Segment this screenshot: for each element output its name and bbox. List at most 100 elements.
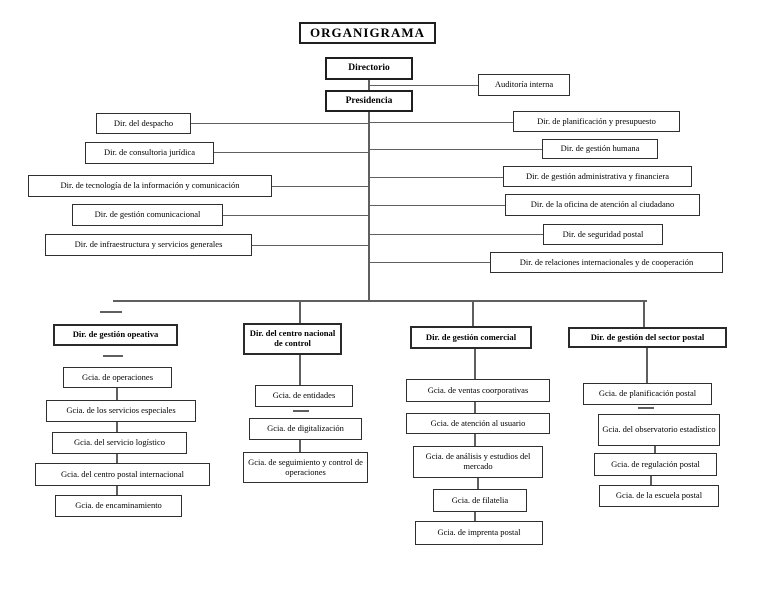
connector-line: [368, 112, 370, 302]
connector-line: [272, 186, 368, 187]
box-gcia-imprenta-postal-label: Gcia. de imprenta postal: [437, 527, 521, 538]
connector-line: [116, 422, 118, 432]
connector-line: [370, 85, 478, 86]
box-dir-despacho: Dir. del despacho: [96, 113, 191, 134]
box-dir-oficina-atencion-ciudadano: Dir. de la oficina de atención al ciudad…: [505, 194, 700, 216]
connector-line: [299, 302, 301, 323]
box-gcia-filatelia: Gcia. de filatelia: [433, 489, 527, 512]
box-gcia-encaminamiento: Gcia. de encaminamiento: [55, 495, 182, 517]
box-gcia-digitalizacion: Gcia. de digitalización: [249, 418, 362, 440]
box-dir-planificacion-presupuesto: Dir. de planificación y presupuesto: [513, 111, 680, 132]
box-auditoria-interna-label: Auditoría interna: [494, 79, 554, 90]
box-dir-gestion-comunicacional-label: Dir. de gestión comunicacional: [94, 209, 201, 220]
connector-line: [370, 234, 543, 235]
connector-line: [474, 349, 476, 379]
box-gcia-encaminamiento-label: Gcia. de encaminamiento: [75, 500, 162, 511]
box-gcia-imprenta-postal: Gcia. de imprenta postal: [415, 521, 543, 545]
box-presidencia: Presidencia: [325, 90, 413, 112]
box-dir-despacho-label: Dir. del despacho: [113, 117, 174, 128]
connector-line: [474, 434, 476, 446]
connector-line: [100, 311, 122, 313]
box-gcia-servicios-especiales-label: Gcia. de los servicios especiales: [66, 405, 176, 416]
box-dir-seguridad-postal-label: Dir. de seguridad postal: [562, 228, 644, 239]
box-dir-tecnologia-informacion-label: Dir. de tecnología de la información y c…: [60, 180, 240, 191]
connector-line: [103, 355, 123, 357]
connector-line: [474, 402, 476, 413]
box-dir-gestion-comercial: Dir. de gestión comercial: [410, 326, 532, 349]
box-gcia-observatorio-estadistico-label: Gcia. del observatorio estadístico: [602, 424, 716, 435]
connector-line: [299, 355, 301, 385]
box-gcia-seguimiento-control-label: Gcia. de seguimiento y control de operac…: [248, 456, 363, 477]
connector-line: [370, 177, 503, 178]
box-dir-infraestructura-label: Dir. de infraestructura y servicios gene…: [74, 239, 223, 250]
connector-line: [252, 245, 368, 246]
connector-line: [116, 454, 118, 463]
connector-line: [646, 348, 648, 383]
box-dir-oficina-atencion-ciudadano-label: Dir. de la oficina de atención al ciudad…: [530, 199, 675, 210]
box-dir-gestion-sector-postal-label: Dir. de gestión del sector postal: [590, 331, 705, 342]
connector-line: [299, 440, 301, 452]
box-gcia-escuela-postal-label: Gcia. de la escuela postal: [615, 490, 703, 501]
connector-line: [368, 80, 370, 91]
connector-line: [223, 215, 368, 216]
box-dir-gestion-administrativa: Dir. de gestión administrativa y financi…: [503, 166, 692, 187]
connector-line: [214, 152, 368, 153]
box-gcia-servicios-especiales: Gcia. de los servicios especiales: [46, 400, 196, 422]
box-dir-relaciones-internacionales: Dir. de relaciones internacionales y de …: [490, 252, 723, 273]
connector-line: [654, 446, 656, 453]
box-gcia-entidades: Gcia. de entidades: [255, 385, 353, 407]
connector-line: [650, 476, 652, 485]
connector-line: [370, 262, 490, 263]
box-gcia-atencion-usuario-label: Gcia. de atención al usuario: [430, 417, 526, 428]
box-gcia-servicio-logistico-label: Gcia. del servicio logístico: [73, 437, 166, 448]
box-dir-gestion-opeativa-label: Dir. de gestión opeativa: [72, 329, 159, 340]
box-gcia-ventas-coorporativas-label: Gcia. de ventas coorporativas: [427, 384, 529, 395]
connector-line: [116, 388, 118, 400]
box-presidencia-label: Presidencia: [345, 95, 393, 106]
connector-line: [370, 205, 505, 206]
box-directorio-label: Directorio: [348, 63, 390, 74]
box-auditoria-interna: Auditoría interna: [478, 74, 570, 96]
box-gcia-analisis-estudios-label: Gcia. de análisis y estudios del mercado: [425, 451, 531, 471]
box-gcia-analisis-estudios: Gcia. de análisis y estudios del mercado: [413, 446, 543, 478]
box-directorio: Directorio: [325, 57, 413, 80]
connector-line: [643, 302, 645, 327]
box-gcia-planificacion-postal-label: Gcia. de planificación postal: [598, 388, 697, 399]
box-gcia-digitalizacion-label: Gcia. de digitalización: [267, 423, 344, 434]
box-dir-gestion-opeativa: Dir. de gestión opeativa: [53, 324, 178, 346]
box-dir-gestion-humana-label: Dir. de gestión humana: [560, 143, 640, 154]
box-gcia-servicio-logistico: Gcia. del servicio logístico: [52, 432, 187, 454]
box-dir-seguridad-postal: Dir. de seguridad postal: [543, 224, 663, 245]
box-gcia-atencion-usuario: Gcia. de atención al usuario: [406, 413, 550, 434]
box-gcia-entidades-label: Gcia. de entidades: [272, 390, 336, 401]
box-dir-gestion-administrativa-label: Dir. de gestión administrativa y financi…: [525, 170, 670, 181]
box-dir-consultoria-juridica: Dir. de consultoria jurídica: [85, 142, 214, 164]
connector-line: [474, 512, 476, 521]
box-gcia-centro-postal-internacional: Gcia. del centro postal internacional: [35, 463, 210, 486]
box-gcia-seguimiento-control: Gcia. de seguimiento y control de operac…: [243, 452, 368, 483]
box-gcia-observatorio-estadistico: Gcia. del observatorio estadístico: [598, 414, 720, 446]
box-gcia-planificacion-postal: Gcia. de planificación postal: [583, 383, 712, 405]
box-dir-gestion-humana: Dir. de gestión humana: [542, 139, 658, 159]
box-gcia-ventas-coorporativas: Gcia. de ventas coorporativas: [406, 379, 550, 402]
box-dir-tecnologia-informacion: Dir. de tecnología de la información y c…: [28, 175, 272, 197]
box-gcia-centro-postal-internacional-label: Gcia. del centro postal internacional: [61, 468, 184, 479]
box-dir-centro-nacional-control-label: Dir. del centro nacional de control: [249, 328, 336, 348]
box-gcia-filatelia-label: Gcia. de filatelia: [451, 494, 509, 505]
box-gcia-regulacion-postal-label: Gcia. de regulación postal: [611, 458, 700, 469]
connector-line: [191, 123, 368, 124]
box-dir-infraestructura: Dir. de infraestructura y servicios gene…: [45, 234, 252, 256]
connector-line: [638, 407, 654, 409]
box-gcia-escuela-postal: Gcia. de la escuela postal: [599, 485, 719, 507]
connector-line: [116, 486, 118, 495]
connector-line: [370, 122, 513, 123]
box-dir-consultoria-juridica-label: Dir. de consultoria jurídica: [103, 147, 196, 158]
box-title: ORGANIGRAMA: [299, 22, 436, 44]
connector-line: [477, 478, 479, 489]
connector-line: [293, 410, 309, 412]
box-title-label: ORGANIGRAMA: [310, 24, 425, 40]
box-dir-centro-nacional-control: Dir. del centro nacional de control: [243, 323, 342, 355]
connector-line: [113, 300, 647, 302]
box-gcia-operaciones: Gcia. de operaciones: [63, 367, 172, 388]
